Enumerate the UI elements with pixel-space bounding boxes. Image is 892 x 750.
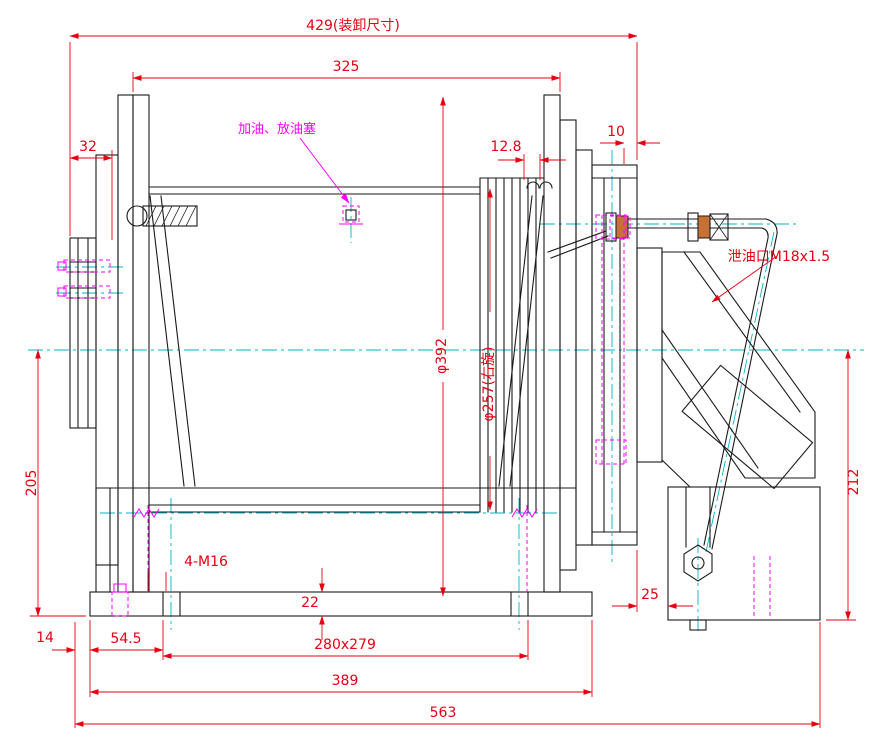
dim-text-22: 22 <box>301 595 319 611</box>
dim-text-389: 389 <box>332 673 359 689</box>
dim-text-429: 429(装卸尺寸) <box>306 18 400 34</box>
anchor-pin <box>126 205 198 227</box>
dim-flange-gap: 10 <box>600 124 660 164</box>
base-plate <box>89 591 593 617</box>
dim-text-54-5: 54.5 <box>110 631 141 647</box>
dim-text-phi392: φ392 <box>434 338 450 374</box>
centerlines <box>28 150 864 634</box>
label-oil-plug: 加油、放油塞 <box>238 121 350 204</box>
dim-overall-top: 429(装卸尺寸) <box>69 18 638 236</box>
dim-flange-dia: φ392 <box>434 96 450 597</box>
right-flanges <box>543 94 593 593</box>
dim-text-14: 14 <box>36 630 54 646</box>
dim-drum-width: 325 <box>132 59 561 92</box>
oil-plug <box>339 205 363 225</box>
label-text-drain-port: 泄油口M18x1.5 <box>728 249 830 265</box>
dim-text-205: 205 <box>24 470 40 497</box>
dim-groove-pitch: 12.8 <box>490 139 566 180</box>
dim-overall-len: 563 <box>74 622 821 728</box>
dim-text-12-8: 12.8 <box>490 139 521 155</box>
dim-base-holes: 4-M16 <box>147 554 228 591</box>
hydraulic-pipe <box>547 212 778 550</box>
pipe-fitting <box>697 215 711 239</box>
label-text-oil-plug: 加油、放油塞 <box>238 121 316 137</box>
drum-barrel <box>95 186 577 593</box>
dim-hole-offset: 54.5 <box>89 620 164 697</box>
dimensions: 429(装卸尺寸) 325 32 12.8 10 <box>24 18 862 728</box>
hidden-details <box>57 214 771 617</box>
dim-height-right: 212 <box>826 349 862 621</box>
dim-edge-offset: 14 <box>36 622 76 728</box>
dim-left-offset: 32 <box>69 139 113 240</box>
dim-text-25: 25 <box>641 587 659 603</box>
dim-text-280x279: 280x279 <box>314 637 376 653</box>
dim-base-len: 389 <box>89 620 593 697</box>
motor-housing <box>661 251 816 490</box>
dim-text-325: 325 <box>333 59 360 75</box>
dim-text-563: 563 <box>430 705 457 721</box>
dim-text-phi257: φ257(右旋) <box>481 347 497 422</box>
rope-grooves <box>479 177 553 513</box>
dim-plate-thk: 22 <box>301 568 325 640</box>
valve-bracket <box>661 459 821 631</box>
dim-drum-dia: φ257(右旋) <box>481 188 497 511</box>
dim-text-32: 32 <box>79 139 97 155</box>
dim-hole-pattern: 280x279 <box>162 620 529 660</box>
dim-text-4m16: 4-M16 <box>184 554 228 570</box>
label-drain-port: 泄油口M18x1.5 <box>711 249 830 303</box>
dim-height-left: 205 <box>24 349 86 617</box>
dim-text-212: 212 <box>846 469 862 496</box>
dim-bracket-offset: 25 <box>612 550 693 612</box>
dim-text-10: 10 <box>607 124 625 140</box>
